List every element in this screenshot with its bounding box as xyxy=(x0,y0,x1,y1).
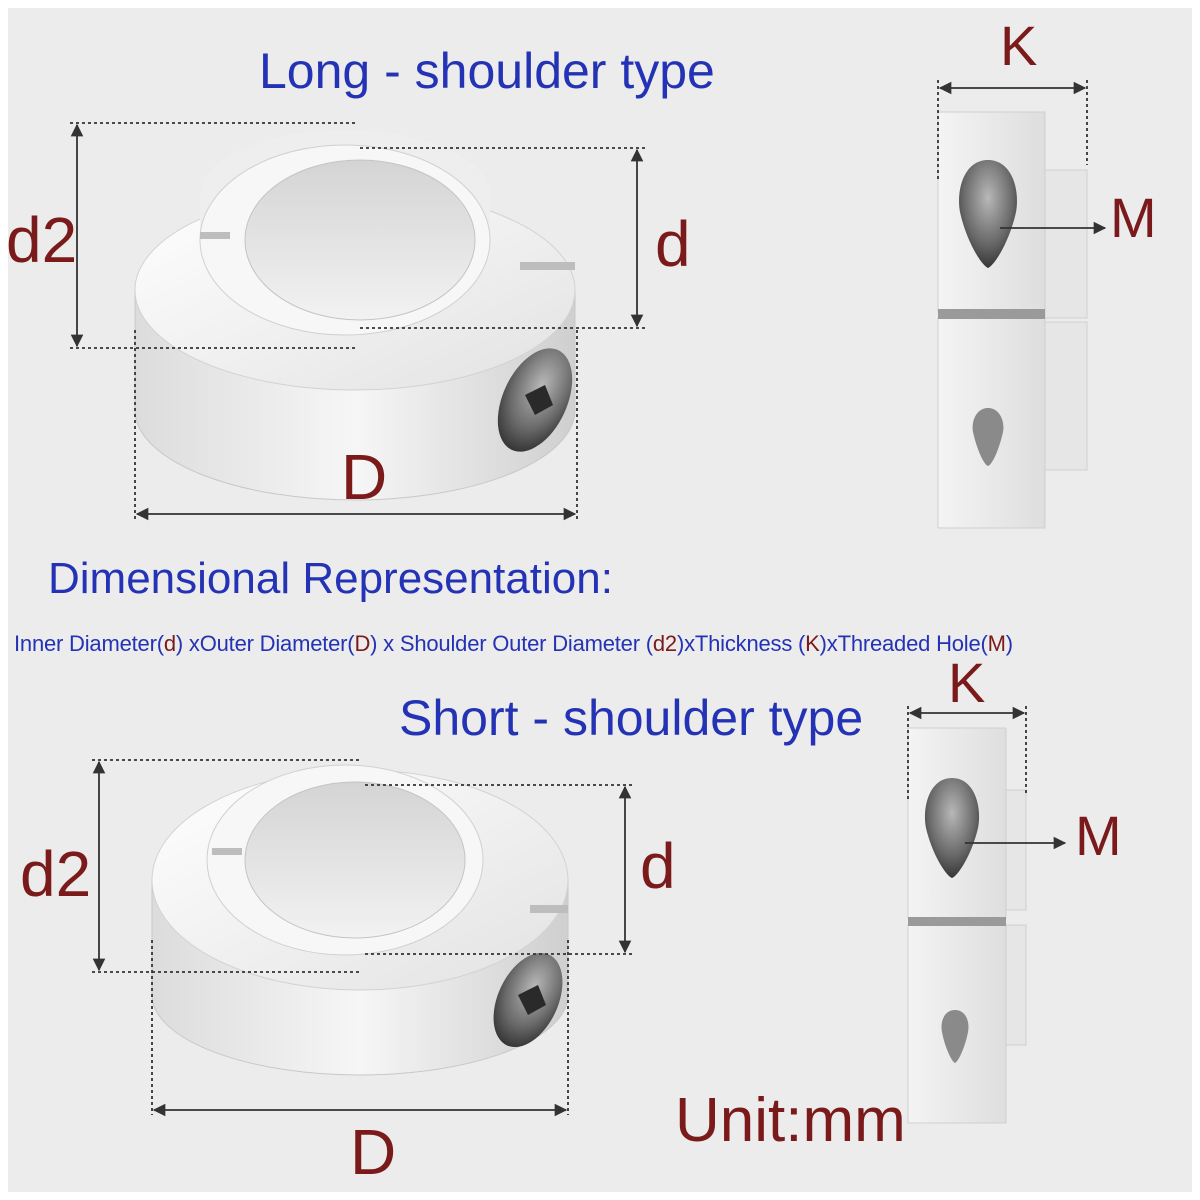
side-view-long xyxy=(937,111,1088,529)
label-d-long: d xyxy=(655,208,691,280)
formula-symbol: K xyxy=(805,631,820,656)
formula-text: ) xOuter Diameter( xyxy=(175,631,355,656)
label-d2-short: d2 xyxy=(20,838,92,910)
side-view-short xyxy=(907,727,1027,1124)
formula-symbol: d2 xyxy=(652,631,677,656)
label-D-long: D xyxy=(341,441,388,513)
formula-symbol: D xyxy=(354,631,371,656)
formula-text: )xThreaded Hole( xyxy=(819,631,988,656)
unit-label: Unit:mm xyxy=(675,1086,906,1155)
formula-symbol: d xyxy=(163,631,176,656)
label-K-short: K xyxy=(948,651,986,714)
label-M-short: M xyxy=(1075,804,1122,867)
collar-short-shoulder xyxy=(151,764,569,1076)
label-d2-long: d2 xyxy=(6,204,78,276)
formula-symbol: M xyxy=(987,631,1006,656)
formula-text: ) xyxy=(1005,631,1013,656)
title-long-shoulder: Long - shoulder type xyxy=(259,43,715,99)
label-M-long: M xyxy=(1110,186,1157,249)
label-d-short: d xyxy=(640,830,676,902)
title-short-shoulder: Short - shoulder type xyxy=(399,690,864,746)
formula-text: ) x Shoulder Outer Diameter ( xyxy=(370,631,653,656)
dimension-lines-short xyxy=(92,759,632,1117)
dimensional-representation-heading: Dimensional Representation: xyxy=(48,554,613,603)
dimension-formula: Inner Diameter(d) xOuter Diameter(D) x S… xyxy=(14,631,1194,657)
collar-long-shoulder xyxy=(134,130,576,501)
formula-text: Inner Diameter( xyxy=(14,631,164,656)
label-K-long: K xyxy=(1000,14,1038,77)
label-D-short: D xyxy=(350,1116,397,1188)
side-dimension-short xyxy=(907,706,1067,850)
dimension-lines-long xyxy=(70,122,645,521)
formula-text: )xThickness ( xyxy=(676,631,806,656)
side-dimension-long xyxy=(937,80,1107,235)
